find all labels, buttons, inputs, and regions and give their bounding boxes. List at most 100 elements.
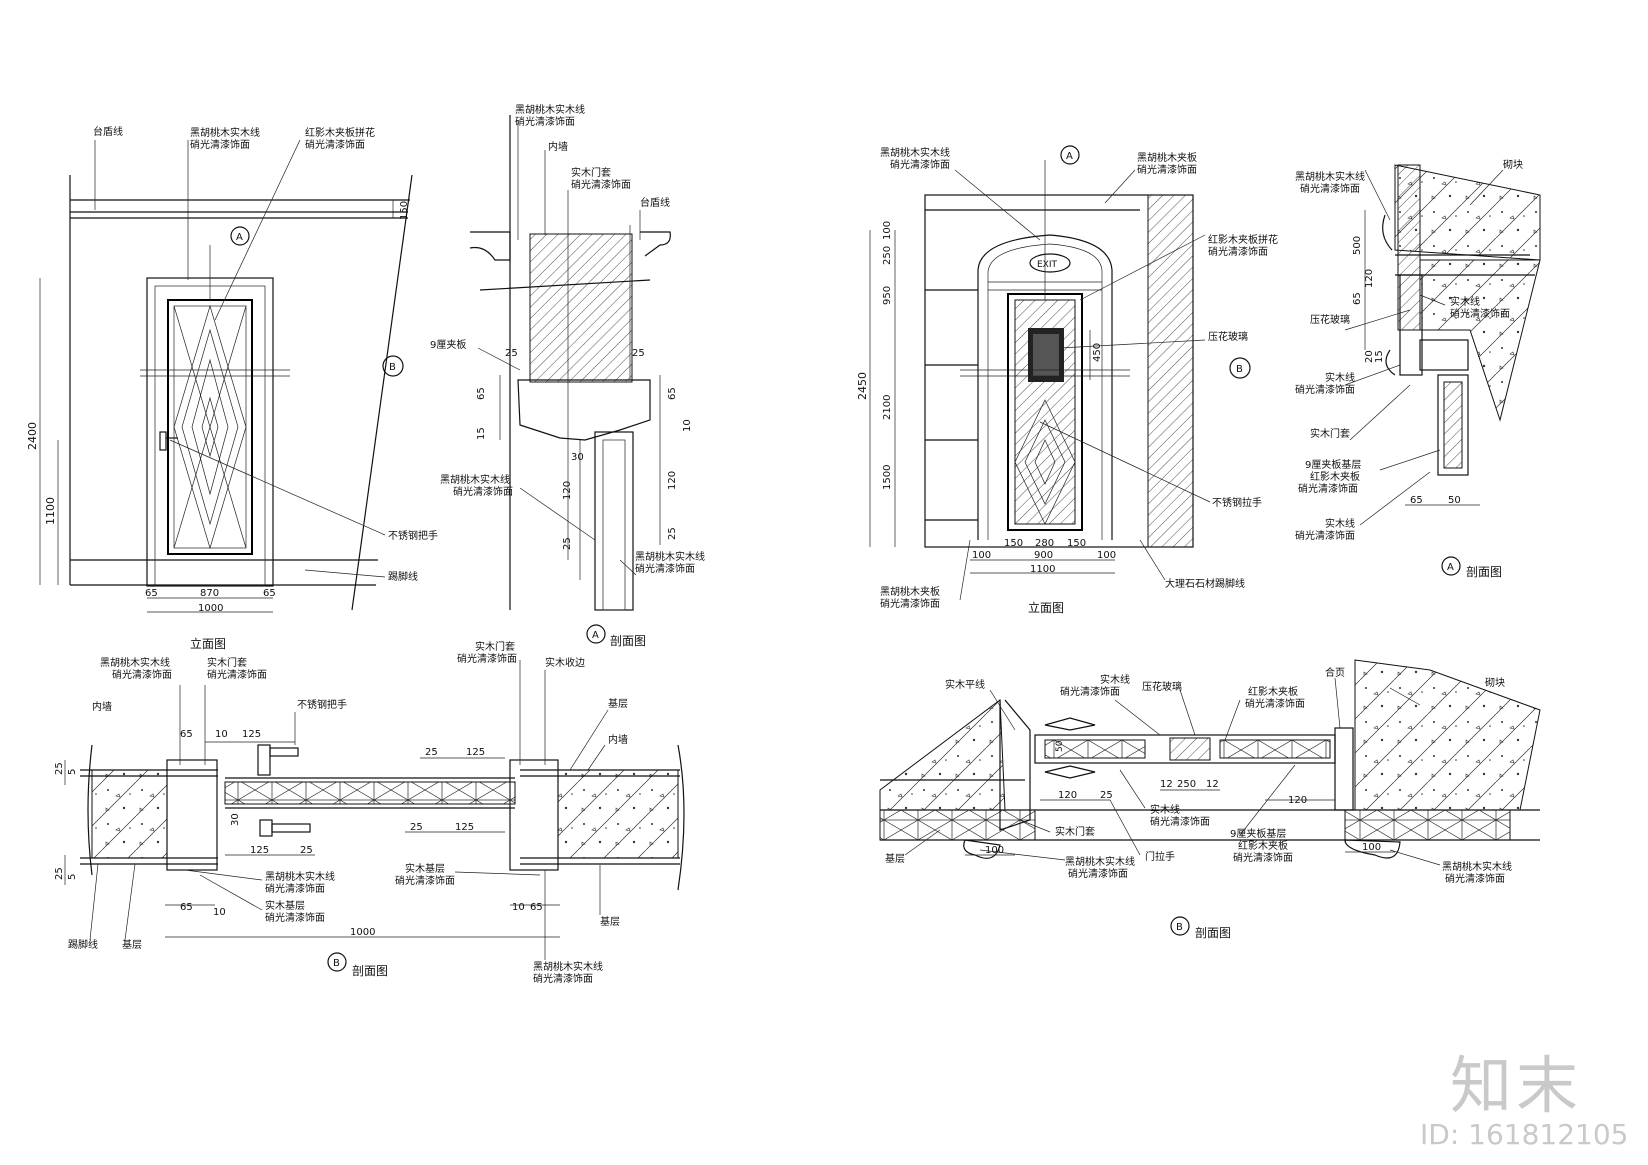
left-elev-callout-3: 红影木夹板拼花 [305, 126, 375, 139]
right-secA-callout-3: 实木线 [1450, 295, 1480, 308]
right-secB-callout-11: 红影木夹板 [1238, 839, 1288, 852]
right-elev-dim-h-3: 1100 [1030, 564, 1055, 575]
right-secA-callout-10: 红影木夹板 [1310, 470, 1360, 483]
right-secA-callout-9: 9厘夹板基层 [1305, 458, 1361, 471]
right-elev-callout-10: 大理石石材踢脚线 [1165, 577, 1245, 590]
right-elev-dim-v-4: 2100 [882, 395, 893, 420]
right-secB-dim-6: 100 [985, 845, 1004, 856]
left-elev-title: 立面图 [190, 636, 226, 651]
right-elev-callout-5: 硝光清漆饰面 [1208, 245, 1268, 258]
left-elev-callout-2: 硝光清漆饰面 [190, 138, 250, 151]
right-elev-dim-v-2: 950 [882, 286, 893, 305]
left-secA-dim-3: 15 [476, 427, 487, 440]
left-secB-callout-5: 不锈钢把手 [297, 698, 347, 711]
right-secB-id: B [1176, 922, 1183, 933]
left-section-a: 黑胡桃木实木线 硝光清漆饰面 内墙 实木门套 硝光清漆饰面 台盾线 9厘夹板 黑… [430, 103, 705, 648]
right-secA-dim-2: 65 [1352, 292, 1363, 305]
right-secB-callout-5: 硝光清漆饰面 [1245, 697, 1305, 710]
left-secA-callout-3: 实木门套 [571, 166, 611, 179]
right-elev-callout-9: 硝光清漆饰面 [880, 597, 940, 610]
watermark-id: ID: 161812105 [1420, 1118, 1629, 1151]
left-secA-callout-2: 内墙 [548, 140, 568, 153]
left-secA-id: A [592, 630, 599, 641]
watermark-logo: 知末 [1450, 1049, 1583, 1122]
right-secA-dim-4: 15 [1374, 350, 1385, 363]
right-secA-callout-7: 硝光清漆饰面 [1295, 383, 1355, 396]
right-secA-callout-6: 实木线 [1325, 371, 1355, 384]
left-secB-dim-15: 10 [213, 907, 226, 918]
left-secB-dim-14: 65 [180, 902, 193, 913]
right-secB-callout-9: 硝光清漆饰面 [1150, 815, 1210, 828]
right-secB-dim-0: 12 [1160, 779, 1173, 790]
left-elevation: A B 台盾线 黑胡桃木实木线 硝光清漆饰面 红影木夹板拼花 硝光清漆饰面 不锈… [26, 125, 438, 651]
left-secB-title: 剖面图 [352, 964, 388, 978]
left-elev-dim-v-0: 2400 [26, 422, 39, 450]
right-secB-callout-17: 黑胡桃木实木线 [1442, 860, 1512, 873]
left-secB-dim-1: 10 [215, 729, 228, 740]
right-secB-dim-5: 120 [1288, 795, 1307, 806]
left-secA-dim-6: 30 [571, 452, 584, 463]
left-secB-dim-8: 25 [410, 822, 423, 833]
right-secB-callout-0: 实木平线 [945, 678, 985, 691]
left-secB-dim-0: 65 [180, 729, 193, 740]
right-secB-callout-19: 基层 [885, 852, 905, 865]
right-elev-dim-v-3: 2450 [856, 372, 869, 400]
left-elev-dim-v-1: 1100 [44, 497, 57, 525]
left-elev-callout-0: 台盾线 [93, 125, 123, 138]
left-secB-callout-8: 实木收边 [545, 656, 585, 669]
left-secA-dim-1: 25 [632, 348, 645, 359]
left-secB-callout-15: 实木基层 [405, 862, 445, 875]
right-secA-callout-1: 硝光清漆饰面 [1300, 182, 1360, 195]
right-secB-callout-3: 压花玻璃 [1142, 680, 1182, 693]
left-elev-callout-4: 硝光清漆饰面 [305, 138, 365, 151]
right-secB-callout-1: 实木线 [1100, 673, 1130, 686]
right-secB-callout-12: 硝光清漆饰面 [1233, 851, 1293, 864]
left-secB-callout-19: 基层 [600, 915, 620, 928]
left-secA-dim-9: 25 [562, 537, 573, 550]
left-elev-mark-b: B [389, 362, 396, 373]
right-elev-dim-h-4: 150 [1004, 538, 1023, 549]
left-secB-dim-9: 125 [455, 822, 474, 833]
right-elev-dim-h-6: 150 [1067, 538, 1086, 549]
left-secA-dim-8: 120 [667, 471, 678, 490]
left-secB-callout-21: 硝光清漆饰面 [533, 972, 593, 985]
right-secA-callout-5: 压花玻璃 [1310, 313, 1350, 326]
left-secB-callout-10: 内墙 [608, 733, 628, 746]
left-secA-dim-7: 120 [562, 481, 573, 500]
right-secB-title: 剖面图 [1195, 926, 1231, 940]
right-secB-callout-6: 合页 [1325, 666, 1345, 679]
right-elev-callout-2: 黑胡桃木夹板 [1137, 151, 1197, 164]
right-secA-callout-4: 硝光清漆饰面 [1450, 307, 1510, 320]
right-secA-title: 剖面图 [1466, 565, 1502, 579]
right-section-b: 实木平线 实木线 硝光清漆饰面 压花玻璃 红影木夹板 硝光清漆饰面 合页 砌块 … [879, 659, 1541, 940]
left-secB-dim-2: 125 [242, 729, 261, 740]
right-secA-callout-2: 砌块 [1503, 159, 1523, 171]
right-elev-dim-v-0: 250 [882, 246, 893, 265]
right-secB-dim-4: 25 [1100, 790, 1113, 801]
right-secB-callout-14: 门拉手 [1145, 850, 1175, 863]
right-secB-callout-13: 实木门套 [1055, 825, 1095, 838]
left-secB-dim-10: 25 [300, 845, 313, 856]
right-secB-callout-15: 黑胡桃木实木线 [1065, 855, 1135, 868]
left-secB-dim-12: 25 [54, 867, 65, 880]
left-secB-dim-11: 125 [250, 845, 269, 856]
left-secA-callout-10: 硝光清漆饰面 [635, 562, 695, 575]
right-elev-callout-1: 硝光清漆饰面 [890, 158, 950, 171]
left-elev-callout-1: 黑胡桃木实木线 [190, 126, 260, 139]
left-secA-dim-0: 25 [505, 348, 518, 359]
right-secB-callout-7: 砌块 [1485, 677, 1505, 689]
left-elev-dim-h-2: 65 [263, 588, 276, 599]
left-secB-callout-2: 实木门套 [207, 656, 247, 669]
right-elev-mark-a: A [1066, 151, 1073, 162]
left-secB-callout-11: 黑胡桃木实木线 [265, 870, 335, 883]
left-elev-callout-6: 踢脚线 [388, 570, 418, 583]
right-elev-callout-7: 不锈钢拉手 [1212, 496, 1262, 509]
left-section-b: 黑胡桃木实木线 硝光清漆饰面 实木门套 硝光清漆饰面 内墙 不锈钢把手 实木门套… [54, 640, 685, 985]
right-elev-callout-8: 黑胡桃木夹板 [880, 585, 940, 598]
right-secA-callout-0: 黑胡桃木实木线 [1295, 170, 1365, 183]
left-secB-callout-9: 基层 [608, 697, 628, 710]
left-secA-dim-5: 10 [682, 419, 693, 432]
left-secA-dim-4: 65 [667, 387, 678, 400]
left-secB-callout-3: 硝光清漆饰面 [207, 668, 267, 681]
right-elev-sign: EXIT [1037, 260, 1058, 270]
